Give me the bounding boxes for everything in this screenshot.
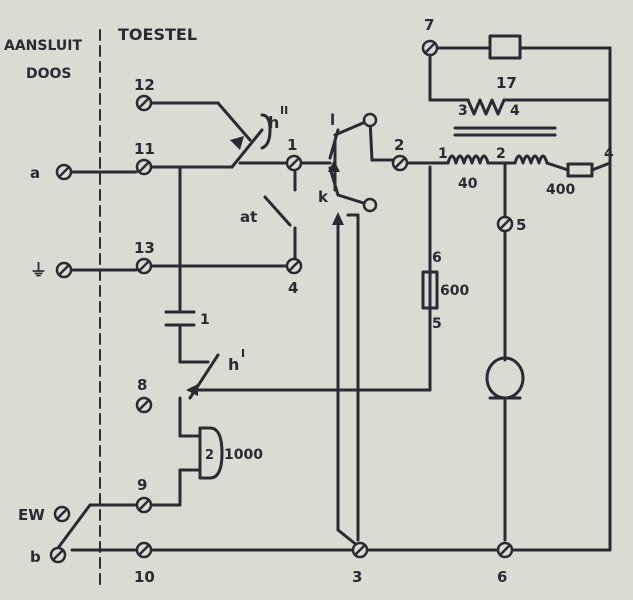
arrow-to-hI — [186, 384, 198, 396]
label-1: 1 — [287, 136, 297, 154]
wire-res-4 — [590, 161, 612, 172]
wire-3-left-join — [336, 528, 360, 548]
label-a: a — [30, 164, 40, 182]
terminal-8 — [135, 396, 153, 414]
terminal-a — [55, 163, 73, 181]
label-w400: 400 — [546, 182, 575, 198]
label-hII-sup: II — [280, 104, 288, 117]
label-8: 8 — [137, 376, 147, 394]
label-ew: EW — [18, 506, 45, 524]
header-doos: DOOS — [26, 66, 72, 82]
label-l: l — [330, 111, 335, 129]
winding-40 — [446, 154, 490, 165]
arrow-k — [332, 212, 344, 225]
header-toestel: TOESTEL — [118, 25, 197, 44]
label-4: 4 — [288, 279, 298, 297]
wire-w2-res — [545, 161, 570, 172]
label-ground: ⏚ — [30, 261, 47, 281]
switch-hII-blade — [230, 128, 264, 169]
winding-400 — [513, 154, 549, 165]
label-hI: h — [228, 355, 239, 374]
terminal-b — [49, 546, 67, 564]
label-5: 5 — [516, 216, 526, 234]
label-w4: 4 — [604, 146, 614, 162]
terminal-10 — [135, 541, 153, 559]
label-k: k — [318, 188, 329, 206]
label-600-top: 6 — [432, 250, 442, 266]
terminal-4 — [285, 257, 303, 275]
arrow-hII — [230, 136, 244, 150]
terminal-11 — [135, 158, 153, 176]
label-17: 17 — [496, 74, 517, 92]
switch-at-blade — [263, 195, 292, 227]
label-at: at — [240, 208, 257, 226]
label-600-bot: 5 — [432, 316, 442, 332]
winding-3-4 — [466, 98, 506, 116]
label-7: 7 — [424, 16, 434, 34]
brace-hII — [260, 113, 272, 150]
terminal-k-bottom — [362, 197, 378, 213]
component-17-box — [488, 34, 522, 60]
terminal-12 — [135, 94, 153, 112]
arrow-lk — [328, 160, 340, 172]
terminal-ew — [53, 505, 71, 523]
terminal-2 — [391, 154, 409, 172]
terminal-1 — [285, 154, 303, 172]
label-9: 9 — [137, 476, 147, 494]
label-12: 12 — [134, 76, 155, 94]
terminal-13 — [135, 257, 153, 275]
resistor-400 — [566, 162, 594, 178]
label-13: 13 — [134, 239, 155, 257]
terminal-6 — [496, 541, 514, 559]
terminal-5 — [496, 215, 514, 233]
wire-ew-cross — [56, 503, 92, 550]
label-cap: 1 — [200, 312, 210, 328]
label-11: 11 — [134, 140, 155, 158]
label-3: 3 — [352, 568, 362, 586]
terminal-3 — [351, 541, 369, 559]
label-6: 6 — [497, 568, 507, 586]
label-coil-num: 2 — [205, 448, 214, 463]
label-hII: h — [268, 113, 279, 132]
label-tr-right: 4 — [510, 103, 520, 119]
label-hI-sup: I — [241, 347, 245, 360]
coil-1000-symbol — [198, 426, 224, 480]
label-600: 600 — [440, 283, 469, 299]
label-w1: 1 — [438, 146, 448, 162]
label-coil: 1000 — [224, 447, 263, 463]
header-aansluit: AANSLUIT — [4, 38, 82, 54]
resistor-600 — [421, 270, 439, 310]
wire-12-switch — [216, 101, 252, 142]
terminal-l-top — [362, 112, 378, 128]
label-tr-left: 3 — [458, 103, 468, 119]
terminal-7 — [421, 39, 439, 57]
terminal-9 — [135, 496, 153, 514]
terminal-ground — [55, 261, 73, 279]
label-w2: 2 — [496, 146, 506, 162]
earphone-symbol — [485, 356, 525, 400]
label-b: b — [30, 548, 41, 566]
label-2: 2 — [394, 136, 404, 154]
label-w40: 40 — [458, 176, 478, 192]
label-10: 10 — [134, 568, 155, 586]
